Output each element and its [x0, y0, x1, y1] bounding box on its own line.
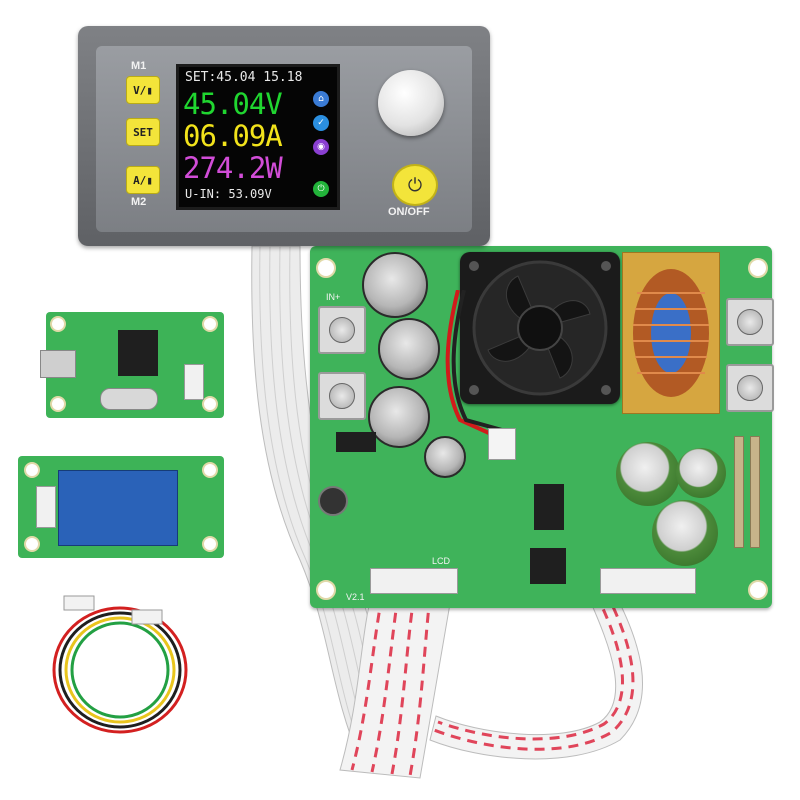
- output-capacitor: [676, 448, 726, 498]
- usb-bridge-chip: [118, 330, 158, 376]
- electrolytic-capacitor: [368, 386, 430, 448]
- rotary-encoder-knob[interactable]: [378, 70, 444, 136]
- microcontroller-chip: [530, 548, 566, 584]
- lcd-header: [370, 568, 458, 594]
- cooling-fan: [460, 252, 620, 404]
- four-pin-cable: [52, 595, 188, 734]
- output-power: 274.2W: [183, 151, 283, 185]
- usb-communication-module: [40, 312, 224, 418]
- cv-mode-icon: ◉: [313, 139, 329, 155]
- set-values-line: SET:45.04 15.18: [185, 70, 303, 85]
- connector-4pin: [36, 486, 56, 528]
- electrolytic-capacitor: [378, 318, 440, 380]
- set-button[interactable]: SET: [126, 118, 160, 146]
- output-capacitor: [616, 442, 680, 506]
- mounting-hole: [748, 580, 768, 600]
- ic-chip: [336, 432, 376, 452]
- mounting-hole: [316, 580, 336, 600]
- check-icon: ✓: [313, 115, 329, 131]
- current-button[interactable]: A/▮: [126, 166, 160, 194]
- m1-label: M1: [131, 60, 147, 72]
- lcd-header-label: LCD: [432, 556, 451, 566]
- output-voltage: 45.04V: [183, 87, 283, 121]
- inductor-small: [318, 486, 348, 516]
- shunt-resistor: [750, 436, 760, 548]
- electrolytic-capacitor: [424, 436, 466, 478]
- mounting-hole: [748, 258, 768, 278]
- output-terminal-negative: [726, 364, 774, 412]
- toroid-inductor: [622, 252, 720, 414]
- fan-connector: [488, 428, 516, 460]
- voltage-button[interactable]: V/▮: [126, 76, 160, 104]
- ic-chip: [534, 484, 564, 530]
- input-terminal-negative: [318, 372, 366, 420]
- fan-wires: [445, 290, 503, 440]
- lock-icon: ⌂: [313, 91, 329, 107]
- power-icon: ⏻: [407, 174, 423, 196]
- onoff-label: ON/OFF: [388, 206, 430, 218]
- power-status-icon: ⏻: [313, 181, 329, 197]
- mounting-hole: [316, 258, 336, 278]
- bluetooth-chip-module: [58, 470, 178, 546]
- input-voltage-line: U-IN: 53.09V: [185, 187, 272, 201]
- lcd-display: SET:45.04 15.18 45.04V 06.09A 274.2W U-I…: [176, 64, 340, 210]
- electrolytic-capacitor: [362, 252, 428, 318]
- power-button[interactable]: ⏻: [392, 164, 438, 206]
- m2-label: M2: [131, 196, 147, 208]
- output-terminal-positive: [726, 298, 774, 346]
- comm-header: [600, 568, 696, 594]
- input-terminal-positive: [318, 306, 366, 354]
- micro-usb-port: [40, 350, 76, 378]
- connector-4pin: [184, 364, 204, 400]
- version-label: V2.1: [346, 592, 365, 602]
- shunt-resistor: [734, 436, 744, 548]
- bluetooth-module: [18, 456, 224, 558]
- output-current: 06.09A: [183, 119, 283, 153]
- crystal-oscillator: [100, 388, 158, 410]
- output-capacitor: [652, 500, 718, 566]
- in-plus-label: IN+: [326, 292, 341, 302]
